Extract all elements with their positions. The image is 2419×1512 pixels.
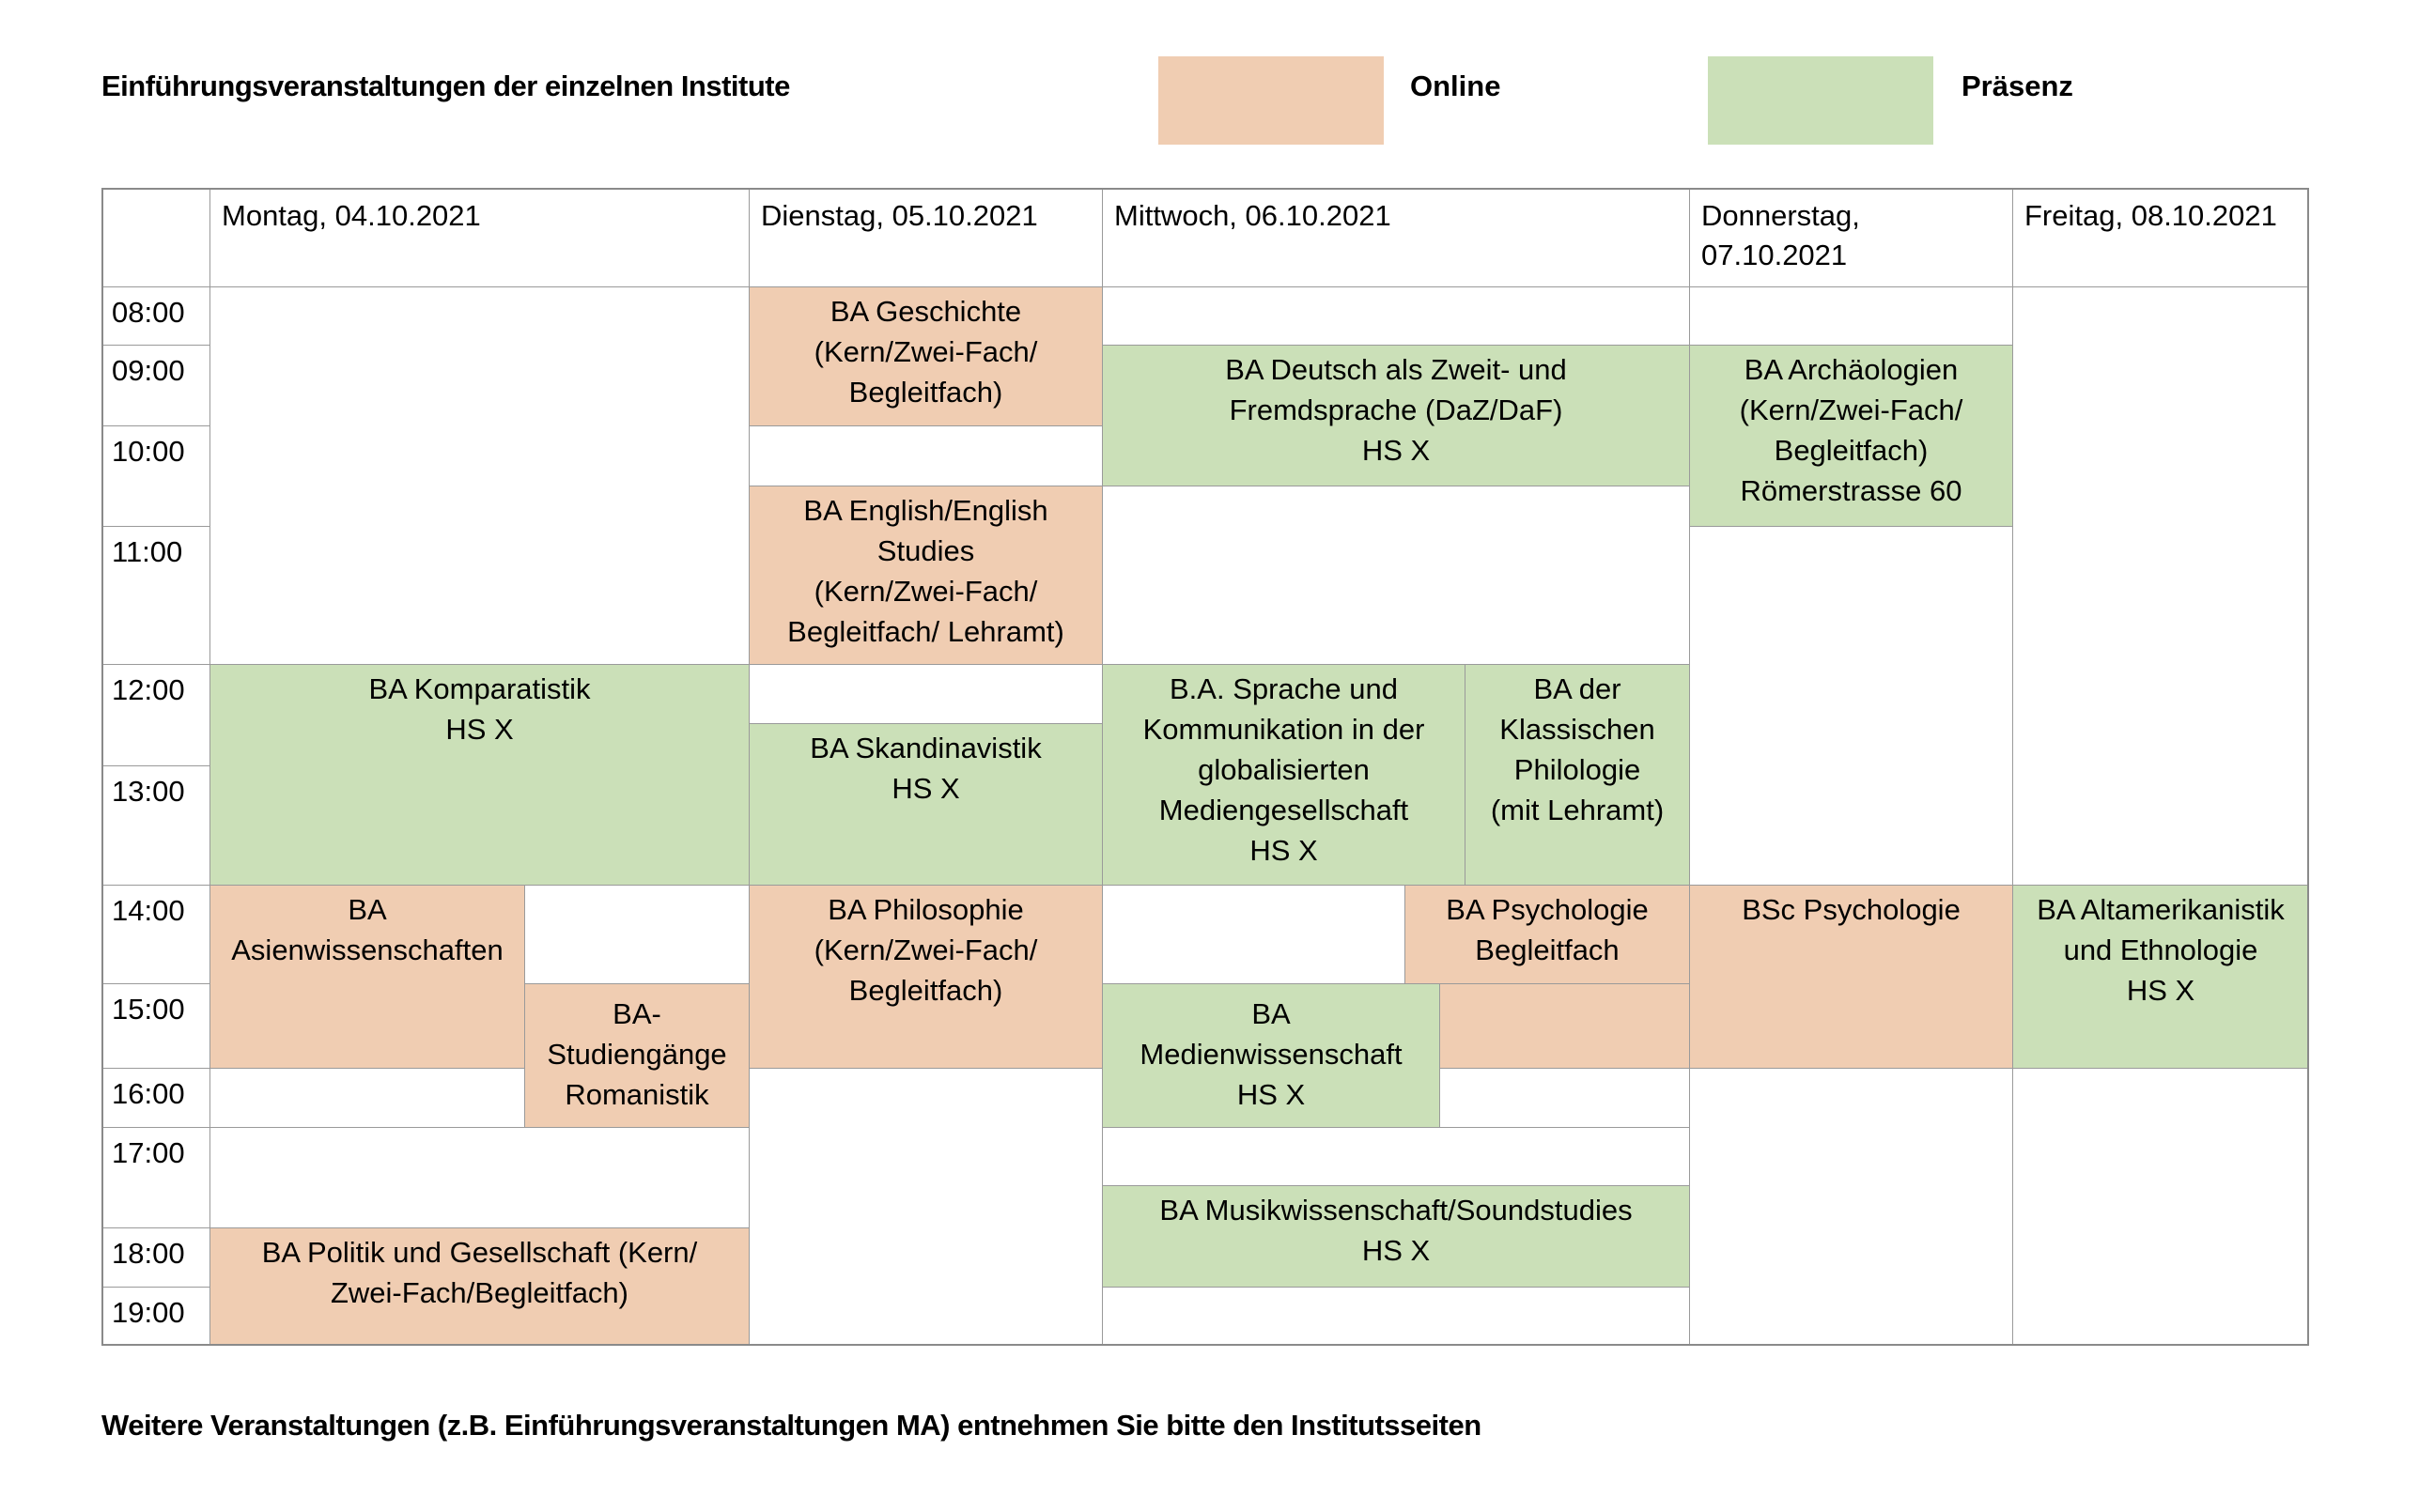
header-corner [101,188,210,287]
footer-note: Weitere Veranstaltungen (z.B. Einführung… [101,1409,1481,1442]
empty-slot [2012,1068,2309,1346]
time-label: 11:00 [101,526,210,665]
time-label: 13:00 [101,765,210,886]
empty-slot [749,425,1103,486]
day-header-monday: Montag, 04.10.2021 [209,188,750,287]
event-altamerikanistik: BA Altamerikanistik und Ethnologie HS X [2012,885,2309,1069]
empty-slot [209,1068,525,1128]
legend-online-swatch [1158,56,1384,145]
event-geschichte: BA Geschichte (Kern/Zwei-Fach/ Begleitfa… [749,286,1103,426]
event-politik-gesellschaft: BA Politik und Gesellschaft (Kern/ Zwei-… [209,1227,750,1346]
time-label: 16:00 [101,1068,210,1128]
time-label: 15:00 [101,983,210,1069]
time-label: 10:00 [101,425,210,527]
empty-slot [209,286,750,665]
time-label: 12:00 [101,664,210,766]
empty-slot [1102,1127,1690,1186]
event-sprache-kommunikation: B.A. Sprache und Kommunikation in der gl… [1102,664,1465,886]
legend-praesenz-label: Präsenz [1962,69,2073,102]
event-daz-daf: BA Deutsch als Zweit- und Fremdsprache (… [1102,345,1690,486]
empty-slot [1102,286,1690,346]
event-skandinavistik: BA Skandinavistik HS X [749,723,1103,886]
event-musikwissenschaft: BA Musikwissenschaft/Soundstudies HS X [1102,1185,1690,1288]
empty-slot [749,664,1103,724]
empty-slot [1689,286,2013,346]
time-label: 17:00 [101,1127,210,1228]
empty-slot [1689,1068,2013,1346]
event-psychologie-begleitfach-cont [1439,983,1690,1069]
empty-slot [1102,885,1405,984]
legend-online-label: Online [1410,69,1501,102]
empty-slot [1439,1068,1690,1128]
time-label: 14:00 [101,885,210,984]
legend-praesenz-swatch [1708,56,1933,145]
event-medienwissenschaft: BA Medienwissenschaft HS X [1102,983,1440,1128]
empty-slot [749,1068,1103,1346]
event-philosophie: BA Philosophie (Kern/Zwei-Fach/ Begleitf… [749,885,1103,1069]
empty-slot [2012,286,2309,886]
page-title: Einführungsveranstaltungen der einzelnen… [101,69,790,102]
empty-slot [524,885,750,984]
day-header-thursday: Donnerstag, 07.10.2021 [1689,188,2013,287]
event-klassische-philologie: BA der Klassischen Philologie (mit Lehra… [1465,664,1690,886]
event-komparatistik: BA Komparatistik HS X [209,664,750,886]
time-label: 08:00 [101,286,210,346]
time-label: 18:00 [101,1227,210,1288]
day-header-tuesday: Dienstag, 05.10.2021 [749,188,1103,287]
day-header-friday: Freitag, 08.10.2021 [2012,188,2309,287]
time-label: 09:00 [101,345,210,426]
event-bsc-psychologie: BSc Psychologie [1689,885,2013,1069]
day-header-wednesday: Mittwoch, 06.10.2021 [1102,188,1690,287]
event-asienwissenschaften: BA Asienwissenschaften [209,885,525,1069]
event-romanistik: BA- Studiengänge Romanistik [524,983,750,1128]
event-psychologie-begleitfach: BA Psychologie Begleitfach [1404,885,1690,984]
event-archaeologien: BA Archäologien (Kern/Zwei-Fach/ Begleit… [1689,345,2013,527]
empty-slot [1102,1287,1690,1346]
empty-slot [1689,526,2013,886]
empty-slot [1102,486,1690,665]
event-english: BA English/English Studies (Kern/Zwei-Fa… [749,486,1103,665]
empty-slot [209,1127,750,1228]
time-label: 19:00 [101,1287,210,1346]
